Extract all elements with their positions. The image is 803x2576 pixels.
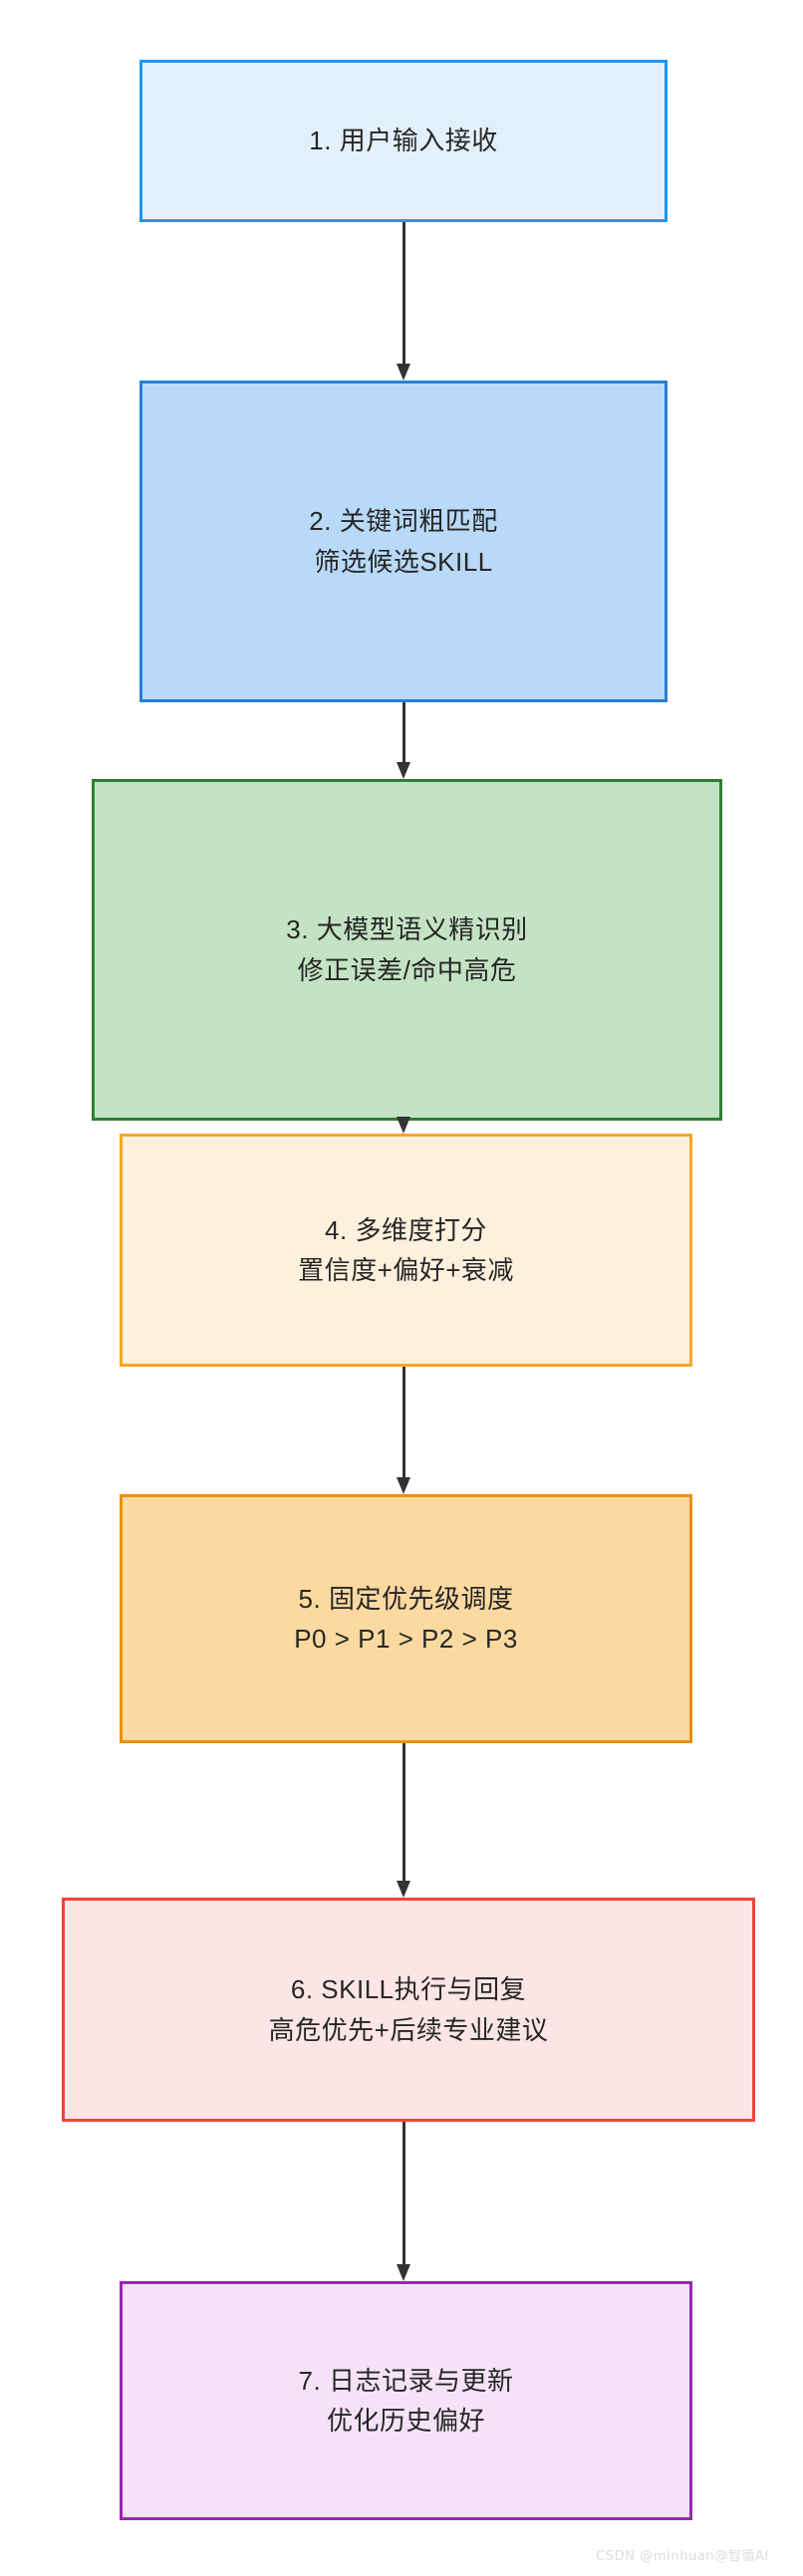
watermark-text: CSDN @minhuan@智循AI	[596, 2549, 769, 2564]
arrowhead-icon	[397, 762, 410, 779]
arrowhead-icon	[397, 364, 410, 381]
flow-node-7-line-1: 7. 日志记录与更新	[298, 2365, 514, 2396]
arrowhead-icon	[397, 1117, 410, 1134]
flow-node-2-line-2: 筛选候选SKILL	[314, 546, 493, 577]
flow-node-2[interactable]: 2. 关键词粗匹配 筛选候选SKILL	[139, 381, 668, 702]
arrowhead-icon	[397, 1881, 410, 1898]
edge-stem	[402, 702, 405, 762]
arrowhead-icon	[397, 1477, 410, 1494]
flow-node-7[interactable]: 7. 日志记录与更新 优化历史偏好	[120, 2281, 692, 2520]
flow-node-5[interactable]: 5. 固定优先级调度 P0 > P1 > P2 > P3	[120, 1494, 692, 1743]
flow-node-1-line-1: 1. 用户输入接收	[309, 126, 498, 156]
flow-edge-5-to-6	[397, 1743, 411, 1898]
flow-node-5-line-2: P0 > P1 > P2 > P3	[294, 1624, 518, 1654]
flow-node-2-line-1: 2. 关键词粗匹配	[309, 506, 498, 537]
arrowhead-icon	[397, 2264, 410, 2281]
edge-stem	[402, 222, 405, 364]
flow-edge-6-to-7	[397, 2122, 411, 2281]
flow-node-6-line-2: 高危优先+后续专业建议	[268, 2014, 549, 2045]
flow-edge-2-to-3	[397, 702, 411, 779]
edge-stem	[402, 1743, 405, 1881]
flow-node-6[interactable]: 6. SKILL执行与回复 高危优先+后续专业建议	[62, 1898, 755, 2122]
flow-node-4[interactable]: 4. 多维度打分 置信度+偏好+衰减	[120, 1134, 692, 1367]
flow-node-7-line-2: 优化历史偏好	[326, 2406, 485, 2436]
flow-edge-1-to-2	[397, 222, 411, 381]
flow-node-4-line-2: 置信度+偏好+衰减	[298, 1255, 514, 1285]
flow-node-3-line-2: 修正误差/命中高危	[297, 954, 517, 985]
flow-edge-3-to-4	[397, 1117, 411, 1134]
flow-edge-4-to-5	[397, 1367, 411, 1494]
edge-stem	[402, 1367, 405, 1477]
flow-node-5-line-1: 5. 固定优先级调度	[298, 1583, 514, 1614]
edge-stem	[402, 2122, 405, 2264]
flow-node-1[interactable]: 1. 用户输入接收	[139, 60, 668, 222]
flow-node-3-line-1: 3. 大模型语义精识别	[286, 914, 528, 945]
flow-node-4-line-1: 4. 多维度打分	[325, 1214, 487, 1245]
flow-node-3[interactable]: 3. 大模型语义精识别 修正误差/命中高危	[92, 779, 722, 1121]
flow-node-6-line-1: 6. SKILL执行与回复	[290, 1974, 527, 2005]
